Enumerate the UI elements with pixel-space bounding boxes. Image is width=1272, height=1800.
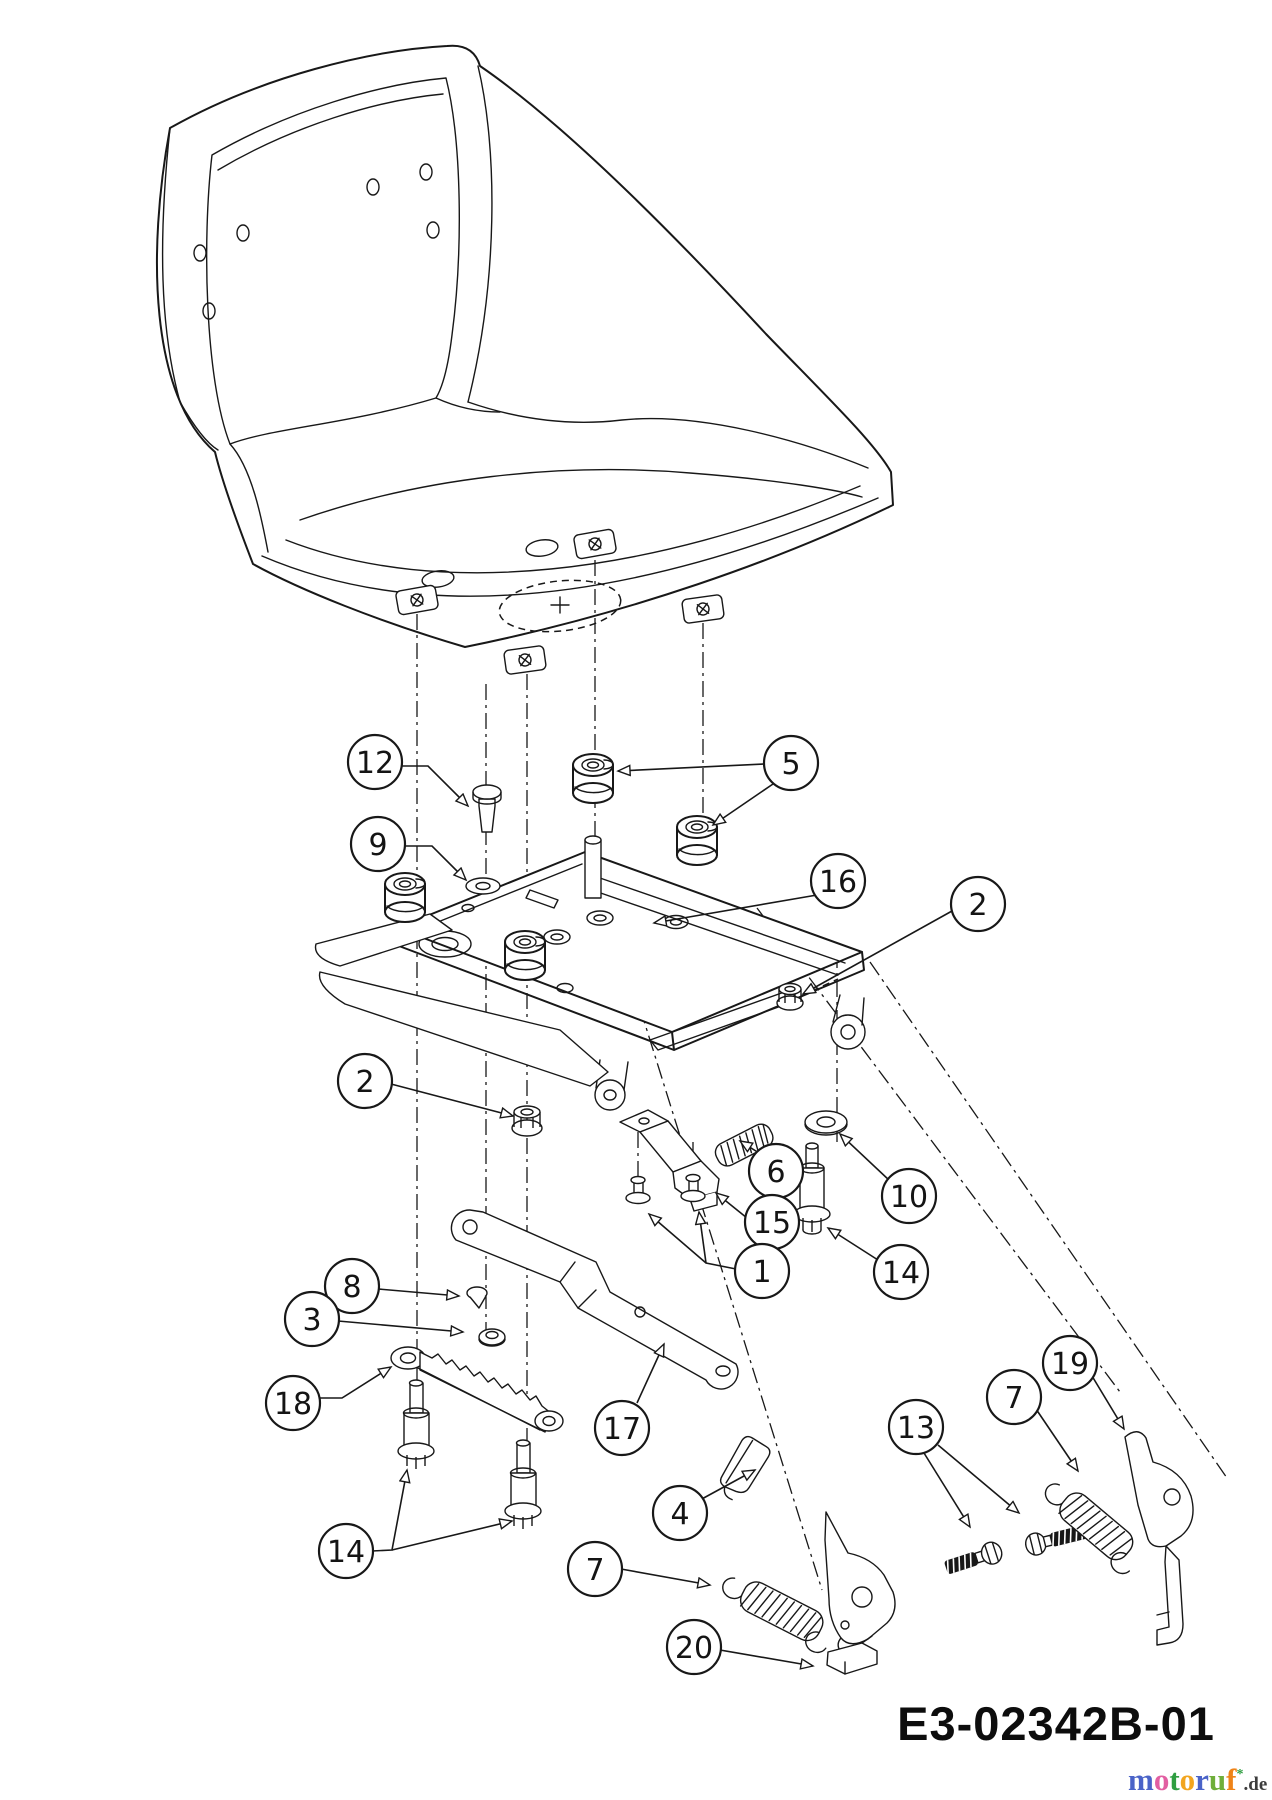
callout-18: 18 — [264, 1367, 391, 1432]
svg-text:2: 2 — [355, 1065, 374, 1100]
svg-text:motoruf*.de: motoruf*.de — [1128, 1762, 1267, 1797]
shoulder-screw-12 — [472, 784, 502, 833]
bolt-13-a — [944, 1541, 1003, 1575]
center-cross — [550, 596, 570, 614]
svg-text:13: 13 — [897, 1411, 935, 1446]
callout-7-right: 7 — [985, 1368, 1078, 1471]
callouts: 12 9 5 16 2 2 6 10 15 1 14 8 3 18 — [264, 733, 1124, 1676]
plate-stud — [584, 835, 602, 899]
callout-4: 4 — [651, 1470, 755, 1542]
logo-letter: u — [1209, 1762, 1226, 1797]
svg-text:19: 19 — [1051, 1347, 1089, 1382]
callout-14-right: 14 — [828, 1228, 930, 1301]
flange-nut-2-right — [776, 982, 804, 1011]
seat-bracket-plate — [314, 835, 866, 1111]
rubber-mount — [676, 815, 718, 866]
svg-text:20: 20 — [675, 1631, 713, 1666]
callout-14-left: 14 — [317, 1470, 512, 1580]
drawing-number: E3-02342B-01 — [897, 1697, 1215, 1750]
callout-16: 16 — [654, 852, 867, 923]
svg-text:14: 14 — [882, 1256, 920, 1291]
svg-text:10: 10 — [890, 1180, 928, 1215]
spring-7-right — [1044, 1483, 1134, 1575]
seat-center-dashed-circle — [498, 579, 622, 633]
logo-mark: * — [1237, 1767, 1244, 1782]
svg-text:7: 7 — [1004, 1381, 1023, 1416]
logo-suffix: .de — [1244, 1774, 1268, 1795]
svg-text:12: 12 — [356, 746, 394, 781]
svg-text:16: 16 — [819, 865, 857, 900]
callout-13: 13 — [887, 1398, 1019, 1527]
nut-3 — [478, 1328, 506, 1347]
callout-12: 12 — [346, 733, 468, 806]
cam-lever-20-assembly — [824, 1511, 896, 1675]
support-arm-lower — [318, 971, 609, 1087]
svg-text:18: 18 — [274, 1387, 312, 1422]
rubber-mount — [572, 753, 614, 804]
lever-19 — [1124, 1431, 1194, 1646]
flange-nut-2-left — [511, 1105, 543, 1137]
logo-letter: t — [1169, 1762, 1180, 1797]
callout-17: 17 — [593, 1344, 664, 1457]
logo-letter: f — [1226, 1762, 1237, 1797]
callout-6: 6 — [740, 1141, 805, 1200]
screw-1b — [680, 1173, 706, 1203]
callout-15: 15 — [716, 1193, 801, 1251]
svg-text:9: 9 — [368, 828, 387, 863]
callout-7-left: 7 — [566, 1540, 710, 1598]
callout-9: 9 — [349, 815, 466, 880]
spring-7-left — [722, 1577, 827, 1654]
screw-1a — [625, 1175, 651, 1205]
motoruf-logo: motoruf*.de — [1128, 1762, 1267, 1797]
backrest-holes — [193, 163, 440, 320]
centerlines — [416, 560, 1228, 1591]
svg-text:5: 5 — [781, 747, 800, 782]
washer-10 — [804, 1110, 848, 1136]
callout-20: 20 — [665, 1618, 813, 1676]
logo-letter: o — [1154, 1762, 1170, 1797]
washer-9 — [465, 877, 501, 895]
screw-8 — [466, 1286, 488, 1309]
shoulder-bolt-14-left-b — [504, 1439, 542, 1529]
svg-text:8: 8 — [342, 1270, 361, 1305]
svg-text:7: 7 — [585, 1553, 604, 1588]
support-arm-upper — [314, 913, 453, 967]
rubber-mount — [384, 872, 426, 923]
svg-text:15: 15 — [753, 1206, 791, 1241]
rubber-mount — [504, 930, 546, 981]
callout-19: 19 — [1041, 1334, 1124, 1429]
svg-text:3: 3 — [302, 1303, 321, 1338]
logo-letter: o — [1180, 1762, 1196, 1797]
callout-10: 10 — [840, 1134, 938, 1225]
seat-shell — [155, 44, 894, 675]
guide-4 — [719, 1435, 771, 1501]
callout-2-left: 2 — [336, 1052, 513, 1116]
callout-5: 5 — [618, 734, 820, 825]
svg-text:1: 1 — [752, 1255, 771, 1290]
svg-text:4: 4 — [670, 1497, 689, 1532]
logo-letter: r — [1195, 1762, 1209, 1797]
svg-text:6: 6 — [766, 1155, 785, 1190]
callout-8: 8 — [323, 1257, 459, 1315]
seat-mount-clips — [395, 528, 725, 675]
rubber-mounts — [384, 753, 718, 981]
logo-letter: m — [1128, 1762, 1154, 1797]
callout-1: 1 — [649, 1212, 791, 1300]
svg-text:2: 2 — [968, 888, 987, 923]
shoulder-bolt-14-left-a — [397, 1379, 435, 1469]
callout-2-right: 2 — [803, 875, 1007, 994]
svg-text:17: 17 — [603, 1412, 641, 1447]
adjuster-strap-17 — [450, 1209, 739, 1390]
svg-text:14: 14 — [327, 1535, 365, 1570]
toothed-rack-18 — [390, 1346, 564, 1433]
callout-3: 3 — [283, 1290, 463, 1348]
